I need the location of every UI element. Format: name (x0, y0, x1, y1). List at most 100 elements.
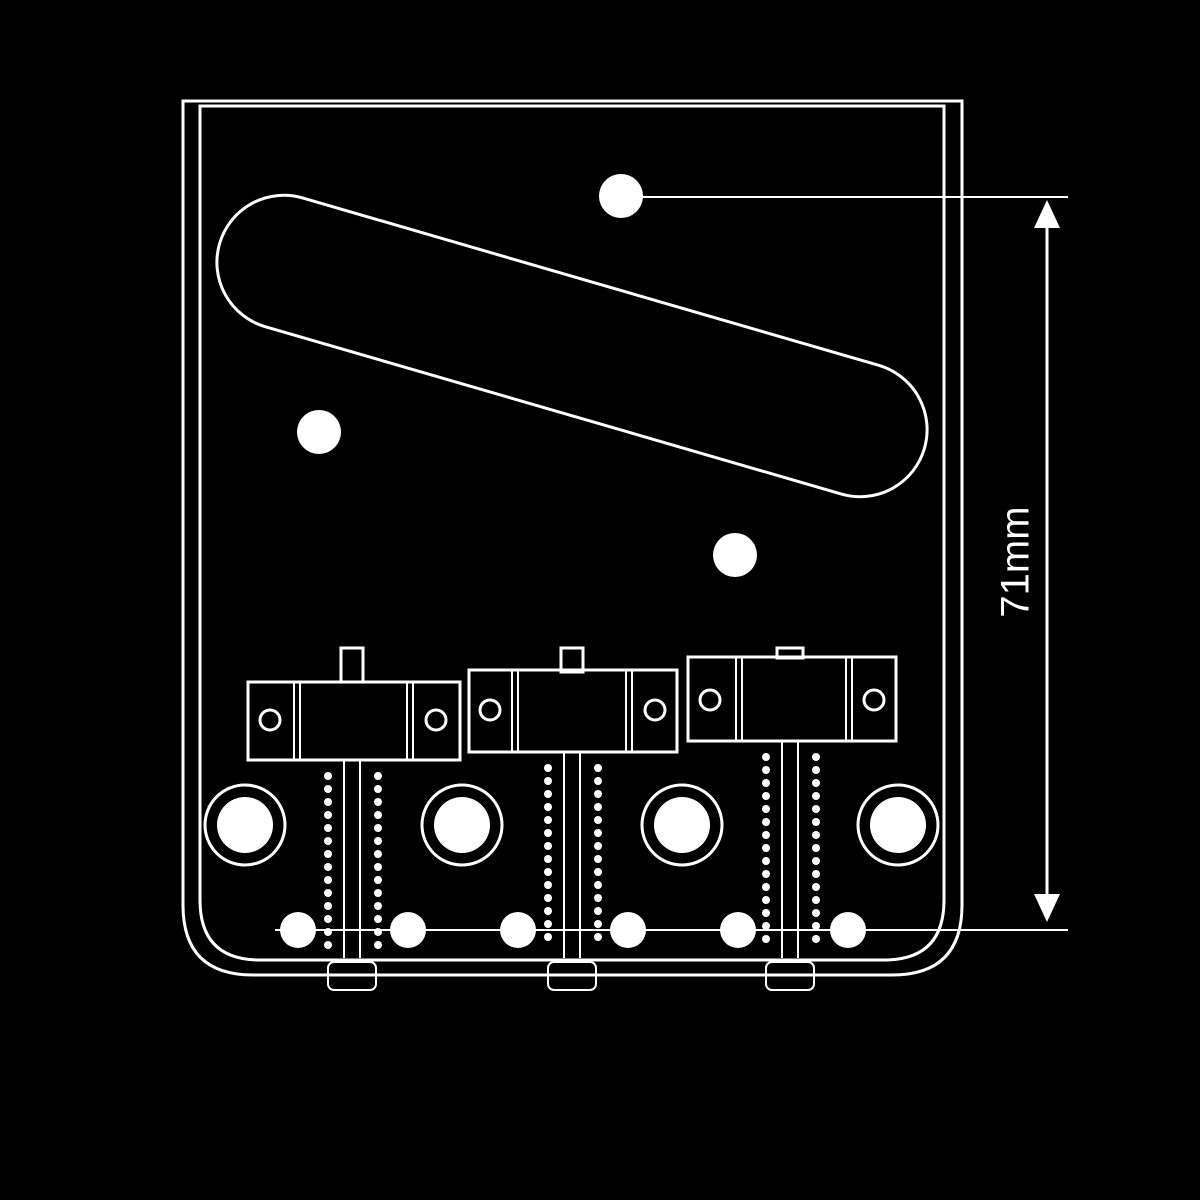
bottom-screw (500, 912, 536, 948)
screw-tips (327, 961, 815, 991)
spring-coil-dot (812, 909, 820, 917)
spring-coil-dot (374, 889, 382, 897)
spring-coil-dot (544, 855, 552, 863)
spring-coil-dot (324, 850, 332, 858)
spring-coil-dot (762, 909, 770, 917)
spring-coil-dot (324, 772, 332, 780)
spring-coil-dot (812, 831, 820, 839)
spring-coil-dot (544, 842, 552, 850)
spring-coil-dot (762, 883, 770, 891)
saddle-3 (686, 646, 898, 743)
spring-coil-dot (374, 811, 382, 819)
spring-coil-dot (374, 798, 382, 806)
body-mount-hole (654, 797, 710, 853)
spring-coil-dot (812, 922, 820, 930)
bottom-screw (390, 912, 426, 948)
spring-coil-dot (374, 824, 382, 832)
spring-coil-dot (762, 805, 770, 813)
pickup-mount-screws (297, 174, 757, 577)
spring-coil-dot (544, 907, 552, 915)
body-mount-holes (203, 783, 940, 867)
bridge-plate (181, 99, 964, 977)
saddle-height-post (559, 646, 585, 674)
spring-coil-dot (812, 766, 820, 774)
spring-coil-dot (374, 876, 382, 884)
bridge-plate-outer-edge (181, 99, 964, 977)
bottom-screw (280, 912, 316, 948)
spring-coil-dot (762, 766, 770, 774)
body-mount-hole-ring (203, 783, 287, 867)
spring-coil-dot (812, 857, 820, 865)
spring-coil-dot (324, 811, 332, 819)
spring-coil-dot (544, 790, 552, 798)
spring-coil-dot (594, 829, 602, 837)
dimension-arrow-down-icon (1034, 894, 1060, 922)
spring-coil-dot (374, 785, 382, 793)
spring-coil-dot (594, 790, 602, 798)
saddle-height-post (339, 646, 365, 684)
saddle-rods (343, 741, 799, 958)
saddle-body (246, 680, 462, 762)
saddle-intonation-hole (258, 708, 282, 732)
saddle-screw-tip (547, 961, 597, 991)
spring-coil-dot (544, 764, 552, 772)
spring-coil-dot (812, 779, 820, 787)
bottom-screws (280, 912, 866, 948)
spring-coil-dot (324, 941, 332, 949)
dimension-annotation: 71mm (640, 196, 1068, 922)
spring-coil-dot (544, 803, 552, 811)
spring-coil-dot (594, 868, 602, 876)
spring-coil-dot (374, 915, 382, 923)
spring-coil-dot (594, 933, 602, 941)
saddle-intonation-hole (698, 688, 722, 712)
spring-coil-dot (594, 894, 602, 902)
spring-coil-dot (374, 837, 382, 845)
saddle-body (686, 655, 898, 743)
spring-coil-dot (812, 935, 820, 943)
body-mount-hole (217, 797, 273, 853)
spring-coil-dot (324, 798, 332, 806)
spring-coil-dot (762, 896, 770, 904)
spring-coil-dot (544, 777, 552, 785)
spring-coil-dot (762, 818, 770, 826)
spring-coil-dot (324, 902, 332, 910)
spring-coil-dot (594, 777, 602, 785)
body-mount-hole-ring (640, 783, 724, 867)
spring-coil-dot (762, 922, 770, 930)
body-mount-hole (870, 797, 926, 853)
spring-coil-dot (544, 829, 552, 837)
spring-coil-dot (324, 837, 332, 845)
bottom-screw (830, 912, 866, 948)
spring-coil-dot (374, 863, 382, 871)
pickup-cavity (215, 193, 929, 499)
spring-coil-dot (812, 753, 820, 761)
spring-coil-dot (544, 933, 552, 941)
spring-coil-dot (762, 844, 770, 852)
bottom-screw (610, 912, 646, 948)
spring-coil-dot (594, 764, 602, 772)
spring-coil-dot (324, 915, 332, 923)
spring-coil-dot (594, 803, 602, 811)
pickup-mount-screw-hole (297, 410, 341, 454)
spring-coil-dot (544, 881, 552, 889)
dimension-label: 71mm (994, 506, 1038, 617)
spring-coil-dot (762, 831, 770, 839)
spring-coil-dot (324, 824, 332, 832)
spring-coil-dot (544, 816, 552, 824)
pickup-mount-screw-hole (713, 533, 757, 577)
saddle-screw-tip (327, 961, 377, 991)
spring-coil-dot (812, 896, 820, 904)
saddle-intonation-hole (862, 688, 886, 712)
spring-coil-dot (812, 792, 820, 800)
spring-coil-dot (812, 883, 820, 891)
spring-coil-dot (374, 941, 382, 949)
body-mount-hole-ring (420, 783, 504, 867)
saddle-intonation-hole (478, 698, 502, 722)
body-mount-hole (434, 797, 490, 853)
saddle-1 (246, 646, 462, 762)
saddle-2 (467, 646, 679, 754)
spring-coil-dot (812, 870, 820, 878)
spring-coil-dot (762, 870, 770, 878)
intonation-springs (324, 753, 820, 949)
